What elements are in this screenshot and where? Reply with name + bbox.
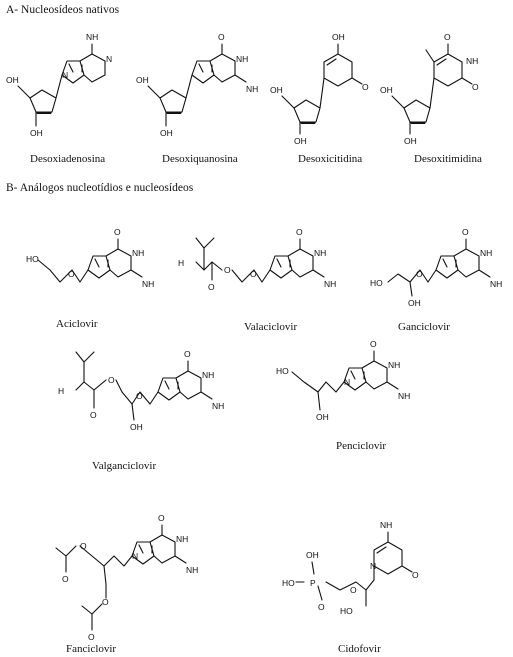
svg-text:O: O: [350, 585, 357, 595]
svg-text:O: O: [416, 269, 423, 279]
svg-text:O: O: [462, 227, 469, 237]
svg-text:O: O: [224, 265, 231, 275]
svg-text:OH: OH: [316, 412, 329, 422]
svg-text:NH: NH: [142, 279, 154, 289]
svg-text:NH: NH: [314, 248, 326, 258]
svg-text:OH: OH: [130, 422, 143, 432]
section-b-title: B- Análogos nucleotídios e nucleosídeos: [6, 182, 194, 194]
label-penciclovir: Penciclovir: [336, 440, 386, 452]
svg-text:O: O: [62, 574, 69, 584]
svg-text:O: O: [412, 570, 419, 580]
svg-text:OH: OH: [294, 136, 307, 146]
svg-text:O: O: [102, 597, 109, 607]
svg-text:O: O: [136, 391, 143, 401]
svg-text:O: O: [472, 82, 479, 92]
structure-valaciclovir: O NH NH O O O H: [178, 227, 336, 292]
svg-text:OH: OH: [160, 128, 173, 138]
structure-fanciclovir: O NH NH N O O O O: [55, 513, 198, 642]
svg-text:O: O: [444, 32, 451, 42]
label-valganciclovir: Valganciclovir: [92, 460, 156, 472]
structure-valganciclovir: O NH NH O O O H OH: [58, 349, 224, 432]
structure-desoxicitidina: OH OH OH O: [270, 32, 369, 146]
label-valaciclovir: Valaciclovir: [244, 321, 297, 333]
svg-text:N: N: [132, 551, 138, 561]
label-desoxicitidina: Desoxicitidina: [298, 153, 362, 165]
svg-text:NH: NH: [236, 54, 248, 64]
structure-desoxitimidina: OH OH O NH O: [380, 32, 479, 146]
label-aciclovir: Aciclovir: [56, 318, 98, 330]
svg-text:O: O: [114, 227, 121, 237]
section-a-title: A- Nucleosídeos nativos: [6, 4, 120, 16]
structure-desoxiadenosina: OH OH NH N N: [6, 32, 112, 138]
svg-text:N: N: [62, 70, 68, 80]
svg-text:NH: NH: [490, 279, 502, 289]
svg-text:NH: NH: [186, 565, 198, 575]
svg-text:NH: NH: [398, 391, 410, 401]
svg-text:HO: HO: [282, 578, 295, 588]
svg-text:N: N: [344, 377, 350, 387]
svg-text:O: O: [296, 227, 303, 237]
svg-text:O: O: [218, 32, 225, 42]
svg-text:P: P: [310, 578, 316, 588]
structure-desoxiquanosina: OH OH O NH NH: [136, 32, 258, 138]
label-cidofovir: Cidofovir: [338, 643, 381, 655]
svg-text:N: N: [370, 561, 376, 571]
svg-text:H: H: [178, 258, 184, 268]
svg-text:HO: HO: [276, 366, 289, 376]
label-desoxiadenosina: Desoxiadenosina: [30, 153, 105, 165]
svg-text:O: O: [318, 602, 325, 612]
svg-text:HO: HO: [26, 254, 39, 264]
label-desoxiquanosina: Desoxiquanosina: [162, 153, 238, 165]
svg-text:OH: OH: [30, 128, 43, 138]
svg-text:H: H: [58, 386, 64, 396]
svg-text:NH: NH: [176, 534, 188, 544]
svg-text:OH: OH: [332, 32, 345, 42]
svg-text:NH: NH: [132, 248, 144, 258]
svg-text:O: O: [208, 282, 215, 292]
svg-text:O: O: [184, 349, 191, 359]
svg-text:NH: NH: [324, 279, 336, 289]
svg-text:NH: NH: [212, 401, 224, 411]
svg-text:N: N: [106, 54, 112, 64]
svg-text:HO: HO: [340, 606, 353, 616]
svg-text:O: O: [90, 410, 97, 420]
structure-aciclovir: O NH NH O HO: [26, 227, 154, 289]
structure-cidofovir: NH O N O P OH HO O HO: [282, 520, 419, 616]
svg-text:NH: NH: [388, 360, 400, 370]
svg-text:HO: HO: [370, 278, 383, 288]
svg-text:O: O: [370, 339, 377, 349]
svg-text:OH: OH: [306, 550, 319, 560]
svg-text:NH: NH: [466, 56, 478, 66]
svg-text:O: O: [68, 269, 75, 279]
label-desoxitimidina: Desoxitimidina: [414, 153, 482, 165]
svg-text:O: O: [158, 513, 165, 523]
svg-text:O: O: [362, 82, 369, 92]
structure-ganciclovir: O NH NH O HO OH: [370, 227, 502, 308]
svg-text:O: O: [88, 632, 95, 642]
label-ganciclovir: Ganciclovir: [398, 321, 450, 333]
svg-text:O: O: [108, 375, 115, 385]
svg-text:OH: OH: [270, 85, 283, 95]
svg-text:O: O: [80, 541, 87, 551]
svg-text:OH: OH: [380, 85, 393, 95]
svg-text:OH: OH: [6, 75, 19, 85]
svg-text:NH: NH: [86, 32, 98, 42]
svg-text:OH: OH: [136, 75, 149, 85]
svg-text:OH: OH: [404, 136, 417, 146]
svg-text:NH: NH: [202, 370, 214, 380]
svg-text:NH: NH: [246, 84, 258, 94]
svg-text:OH: OH: [408, 298, 421, 308]
svg-text:NH: NH: [480, 248, 492, 258]
svg-text:NH: NH: [380, 520, 392, 530]
structure-penciclovir: O NH NH N HO OH: [276, 339, 410, 422]
label-fanciclovir: Fanciclovir: [66, 643, 116, 655]
svg-text:O: O: [250, 269, 257, 279]
